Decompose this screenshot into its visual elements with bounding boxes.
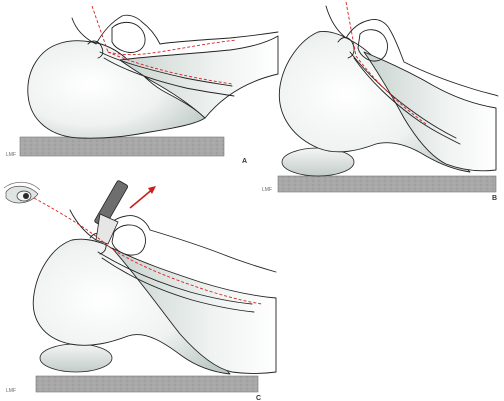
panel-b-table (278, 176, 496, 192)
panel-c-table (36, 376, 258, 392)
observer-eye-icon (4, 182, 40, 203)
panel-b-letter: B (492, 195, 497, 202)
panel-a-table (20, 137, 224, 156)
panel-c: LMF C (4, 180, 276, 401)
panel-b-pillow (282, 148, 354, 176)
panel-a-face (72, 15, 278, 44)
panel-c-letter: C (256, 395, 261, 401)
panel-c-pillow (40, 344, 112, 372)
panel-a: LMF A (6, 6, 278, 165)
panel-b: LMF B (262, 2, 498, 202)
panel-a-side-tag: LMF (6, 152, 16, 158)
panel-c-side-tag: LMF (6, 388, 16, 394)
panel-a-letter: A (242, 158, 247, 165)
panel-a-tongue (112, 22, 145, 52)
laryngoscope-icon (94, 180, 128, 244)
laryngoscope-blade (96, 214, 118, 244)
arrow-up-right-icon (130, 186, 156, 208)
panel-b-side-tag: LMF (262, 187, 272, 193)
